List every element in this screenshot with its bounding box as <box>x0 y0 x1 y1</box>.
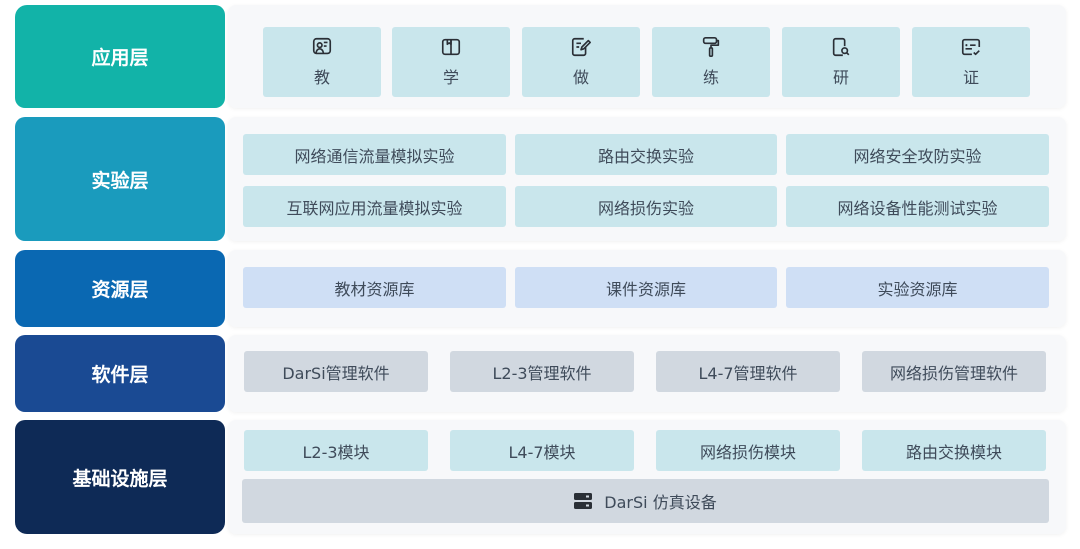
layer-label-software: 软件层 <box>15 335 225 412</box>
application-panel: 教 学 做 练 研 <box>228 5 1066 108</box>
experiment-item: 网络安全攻防实验 <box>786 134 1049 175</box>
infrastructure-item: L4-7模块 <box>450 430 634 471</box>
app-item-learn: 学 <box>392 27 510 97</box>
experiment-item: 网络损伤实验 <box>515 186 777 227</box>
layer-label-experiment: 实验层 <box>15 117 225 241</box>
software-item: L4-7管理软件 <box>656 351 840 392</box>
layer-label-resource: 资源层 <box>15 250 225 327</box>
device-bar: DarSi 仿真设备 <box>242 479 1049 523</box>
resource-item: 教材资源库 <box>243 267 506 308</box>
experiment-item: 网络设备性能测试实验 <box>786 186 1049 227</box>
app-item-label: 学 <box>442 68 459 87</box>
experiment-item: 路由交换实验 <box>515 134 777 175</box>
layer-label-application: 应用层 <box>15 5 225 108</box>
resource-panel: 教材资源库 课件资源库 实验资源库 <box>228 250 1066 327</box>
software-item: 网络损伤管理软件 <box>862 351 1046 392</box>
app-item-practice: 练 <box>652 27 770 97</box>
experiment-item: 互联网应用流量模拟实验 <box>243 186 506 227</box>
layer-label-infrastructure: 基础设施层 <box>15 420 225 534</box>
teach-icon <box>312 37 332 55</box>
app-item-label: 练 <box>702 68 719 87</box>
paint-roller-icon <box>702 37 720 57</box>
app-item-label: 做 <box>572 68 589 87</box>
infrastructure-panel: L2-3模块 L4-7模块 网络损伤模块 路由交换模块 DarSi 仿真设备 <box>228 420 1066 534</box>
app-item-label: 证 <box>962 68 979 87</box>
resource-item: 实验资源库 <box>786 267 1049 308</box>
app-item-teach: 教 <box>263 27 381 97</box>
infrastructure-item: L2-3模块 <box>244 430 428 471</box>
app-item-do: 做 <box>522 27 640 97</box>
book-icon <box>441 38 461 56</box>
software-panel: DarSi管理软件 L2-3管理软件 L4-7管理软件 网络损伤管理软件 <box>228 335 1066 412</box>
infrastructure-item: 网络损伤模块 <box>656 430 840 471</box>
app-item-certify: 证 <box>912 27 1030 97</box>
experiment-panel: 网络通信流量模拟实验 路由交换实验 网络安全攻防实验 互联网应用流量模拟实验 网… <box>228 117 1066 241</box>
experiment-item: 网络通信流量模拟实验 <box>243 134 506 175</box>
device-label: DarSi 仿真设备 <box>604 493 717 512</box>
app-item-research: 研 <box>782 27 900 97</box>
infrastructure-item: 路由交换模块 <box>862 430 1046 471</box>
document-search-icon <box>832 37 850 57</box>
app-item-label: 教 <box>313 68 330 87</box>
app-item-label: 研 <box>832 68 849 87</box>
resource-item: 课件资源库 <box>515 267 777 308</box>
software-item: DarSi管理软件 <box>244 351 428 392</box>
certificate-icon <box>961 38 981 56</box>
software-item: L2-3管理软件 <box>450 351 634 392</box>
edit-icon <box>571 37 591 57</box>
server-icon <box>574 493 593 509</box>
